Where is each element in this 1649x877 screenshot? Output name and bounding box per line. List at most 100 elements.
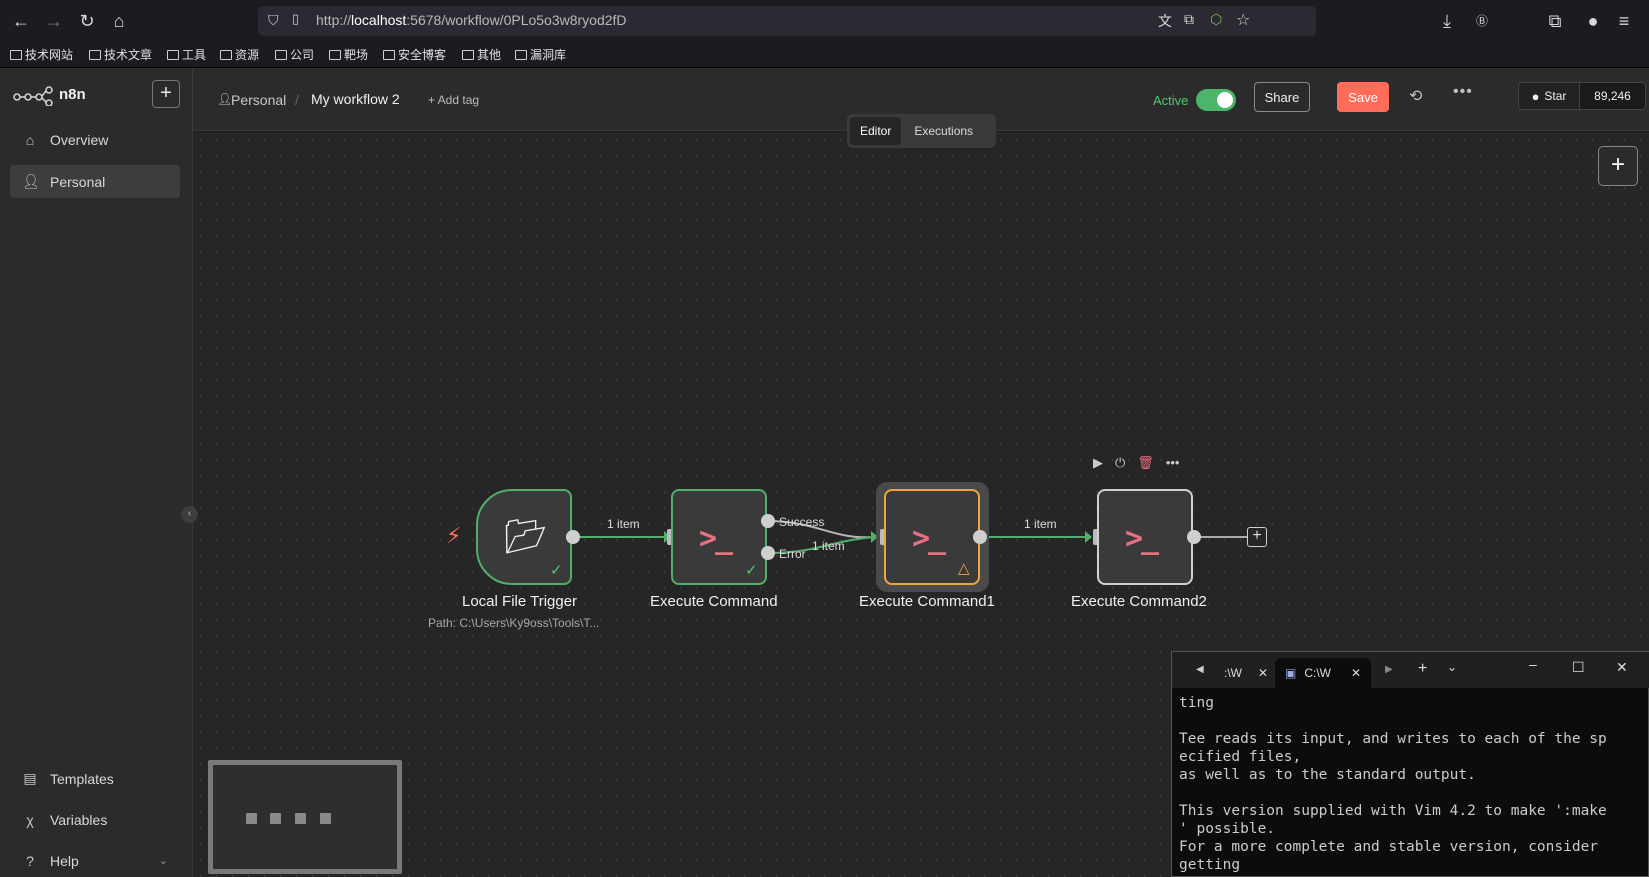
bookmark-folder[interactable]: 漏洞库 [515,46,566,63]
new-tab-icon[interactable]: + [1418,660,1428,677]
minimap[interactable] [208,760,402,874]
bookmark-folder[interactable]: 其他 [462,46,501,63]
close-icon[interactable]: ✕ [1351,666,1362,680]
terminal-icon: >_ [1125,521,1159,556]
delete-node-icon[interactable]: 🗑︎ [1137,455,1154,470]
github-star-count: 89,246 [1579,83,1645,109]
bookmark-folder[interactable]: 工具 [167,46,206,63]
translate-page-icon[interactable]: ⧉ [1184,11,1194,27]
scroll-right-icon[interactable]: ▶ [1385,664,1393,675]
sidebar-item-variables[interactable]: χ Variables [10,803,180,836]
input-handle[interactable] [1093,529,1100,545]
browser-toolbar: ← → ↻ ⌂ ⛉ ▯ http://localhost:5678/workfl… [0,0,1649,42]
sidebar-item-help[interactable]: ? Help ⌄ [10,844,180,877]
translate-icon[interactable]: 文 [1158,13,1172,29]
home-icon[interactable]: ⌂ [113,11,125,31]
node-execute-command1[interactable]: >_ △ [884,489,980,585]
sidebar-item-personal[interactable]: 👤︎ Personal [10,165,180,198]
back-icon[interactable]: ← [12,11,30,31]
edge-label-error: Error [779,547,806,561]
bookmark-folder[interactable]: 技术网站 [10,46,73,63]
url-bar[interactable]: ⛉ ▯ http://localhost:5678/workflow/0PLo5… [258,6,1316,36]
edge-label-items: 1 item [1024,517,1057,531]
success-output-handle[interactable] [761,514,775,528]
workflow-canvas[interactable] [193,132,1649,877]
output-handle[interactable] [1187,530,1201,544]
save-button[interactable]: Save [1337,82,1389,112]
connection-success[interactable] [765,520,878,539]
connection-error[interactable] [765,536,878,554]
more-options-icon[interactable]: ••• [1453,83,1473,100]
star-icon[interactable]: ☆ [1236,12,1251,29]
terminal-tab-active[interactable]: ▣ C:\W ✕ [1275,658,1372,688]
terminal-tab[interactable]: :\W ✕ [1214,658,1278,688]
edge-label-success: Success [779,515,825,529]
history-icon[interactable]: ⟲ [1409,88,1423,105]
bookmark-folder[interactable]: 靶场 [329,46,368,63]
download-icon[interactable]: ⤓ [1443,11,1451,31]
bookmarks-bar: 技术网站 技术文章 工具 资源 公司 靶场 安全博客 其他 漏洞库 [0,42,1649,68]
terminal-window[interactable]: ◀ :\W ✕ ▣ C:\W ✕ ▶ + ⌄ – ☐ ✕ ting Tee re… [1171,651,1649,877]
bookmark-folder[interactable]: 公司 [275,46,314,63]
collapse-sidebar-icon[interactable]: ‹ [181,506,198,523]
active-label: Active [1153,93,1189,108]
tab-editor[interactable]: Editor [850,117,902,145]
bookmark-folder[interactable]: 安全博客 [383,46,446,63]
node-local-file-trigger[interactable]: 📂︎ ✓ [476,489,572,585]
node-execute-command2[interactable]: >_ [1097,489,1193,585]
terminal-output: ting Tee reads its input, and writes to … [1179,695,1607,873]
tab-executions[interactable]: Executions [914,124,974,138]
variables-icon: χ [26,811,34,828]
terminal-tab-label: C:\W [1304,666,1332,680]
close-icon[interactable]: ✕ [1258,666,1269,680]
user-icon: 👤︎ [22,173,40,189]
error-output-handle[interactable] [761,546,775,560]
chevron-down-icon[interactable]: ⌄ [1447,660,1458,674]
active-toggle[interactable] [1196,89,1236,111]
node-label: Execute Command1 [859,593,995,610]
sidebar-item-label: Variables [50,811,108,828]
close-window-icon[interactable]: ✕ [1616,659,1628,675]
output-handle[interactable] [973,530,987,544]
deactivate-node-icon[interactable]: ⏻ [1115,455,1126,470]
add-next-node-button[interactable]: + [1247,527,1267,547]
breadcrumb-project[interactable]: Personal [231,92,287,108]
templates-icon: ▤ [23,770,37,786]
share-button[interactable]: Share [1254,82,1310,112]
node-label: Execute Command [650,593,778,610]
create-button[interactable]: + [152,80,180,108]
minimap-node [295,813,306,824]
trigger-bolt-icon: ⚡︎ [446,523,462,548]
bookmark-folder[interactable]: 资源 [220,46,259,63]
github-star-button[interactable]: ●Star 89,246 [1518,82,1646,110]
minimap-node [246,813,257,824]
input-handle[interactable] [880,529,887,545]
extension-icon[interactable]: ⬡ [1210,11,1223,27]
node-more-icon[interactable]: ••• [1165,455,1180,470]
shield-icon[interactable]: ⛉ [268,12,279,28]
execute-node-icon[interactable]: ▶ [1093,455,1103,470]
extensions-icon[interactable]: ⧉ [1548,11,1562,31]
output-handle[interactable] [566,530,580,544]
bookmark-folder[interactable]: 技术文章 [89,46,152,63]
minimize-icon[interactable]: – [1529,656,1537,672]
sidebar-item-templates[interactable]: ▤ Templates [10,762,180,795]
workflow-name[interactable]: My workflow 2 [311,91,400,107]
node-execute-command[interactable]: >_ ✓ [671,489,767,585]
arrow-head [1085,531,1092,543]
console-icon: ▣ [1285,666,1297,680]
terminal-tab-bar: ◀ :\W ✕ ▣ C:\W ✕ ▶ + ⌄ – ☐ ✕ [1172,652,1649,688]
sidebar-item-overview[interactable]: ⌂ Overview [10,123,180,156]
add-node-button[interactable]: + [1598,146,1638,186]
input-handle[interactable] [667,529,674,545]
breadcrumb-separator: / [295,92,299,108]
menu-icon[interactable]: ≡ [1618,11,1630,31]
add-tag-button[interactable]: + Add tag [428,93,480,107]
user-icon: 👤︎ [217,92,233,106]
reload-icon[interactable]: ↻ [79,11,95,31]
account-icon[interactable]: ● [1587,11,1599,31]
scroll-left-icon[interactable]: ◀ [1196,664,1204,675]
forward-icon[interactable]: → [45,11,63,31]
profile-icon[interactable]: Ⓑ [1475,14,1488,28]
maximize-icon[interactable]: ☐ [1572,659,1585,675]
